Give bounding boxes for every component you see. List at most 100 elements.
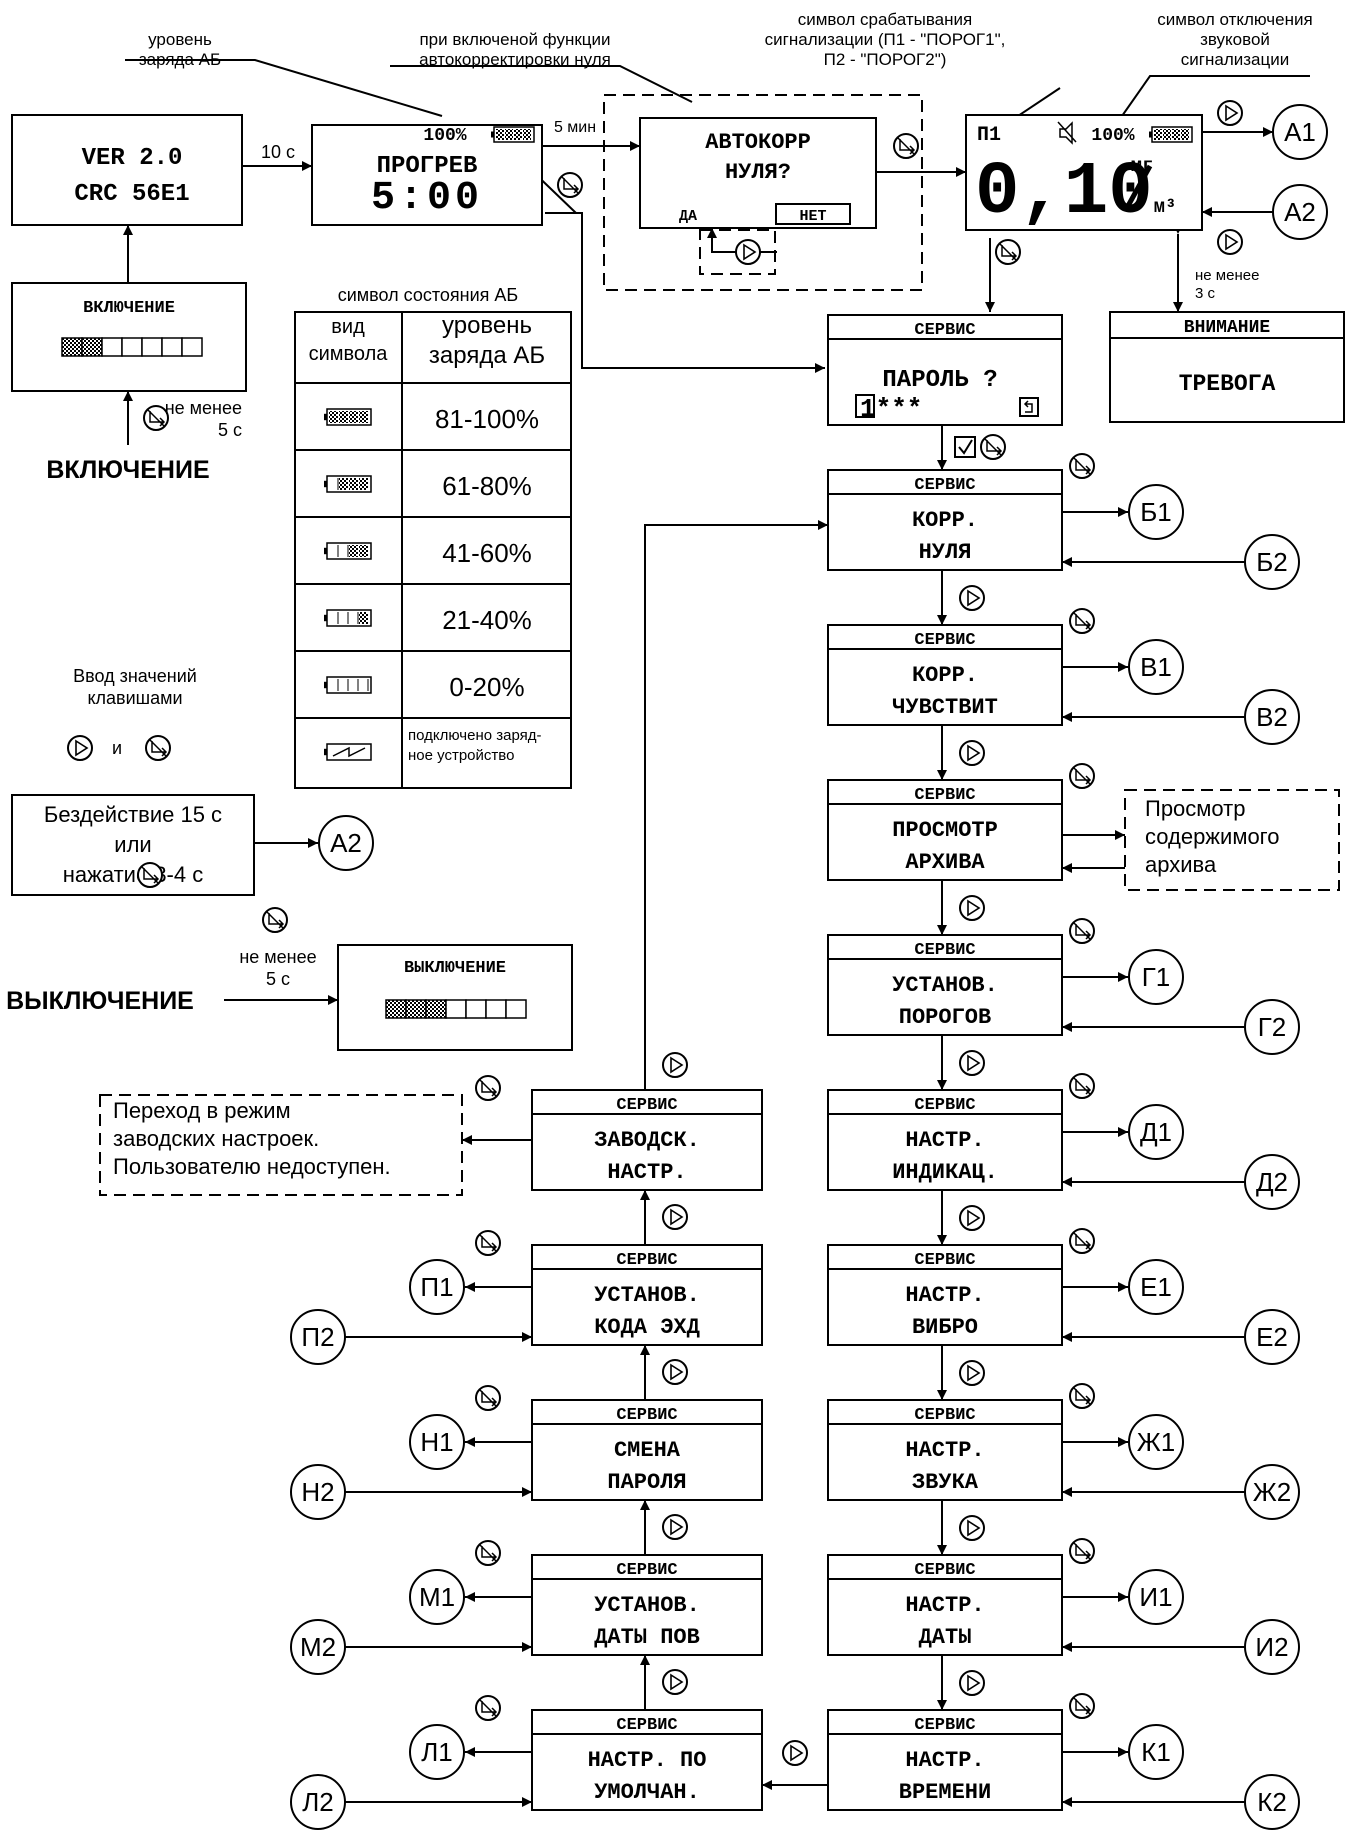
service-screen xyxy=(531,1089,763,1191)
enter-key-icon xyxy=(1073,1697,1092,1715)
connector-label: К2 xyxy=(1257,1787,1287,1817)
connector-in xyxy=(290,1774,346,1830)
key-hint xyxy=(699,229,776,275)
service-header: СЕРВИС xyxy=(914,1716,975,1735)
connector-label: П2 xyxy=(301,1322,334,1352)
speaker-off-icon xyxy=(1057,121,1077,145)
connector-label: Н2 xyxy=(301,1477,334,1507)
check-icon xyxy=(958,439,973,455)
service-header: СЕРВИС xyxy=(616,1561,677,1580)
play-key-icon xyxy=(967,589,981,607)
connector-label: Б1 xyxy=(1140,497,1172,527)
play-key-icon xyxy=(1217,229,1243,255)
connector-in xyxy=(290,1619,346,1675)
service-title: НАСТР.ДАТЫ xyxy=(905,1593,984,1650)
autozero-group xyxy=(603,94,923,291)
battery-segment xyxy=(1181,129,1189,140)
back-key-icon xyxy=(1023,400,1033,413)
connector-out xyxy=(409,1414,465,1470)
play-key-icon xyxy=(670,1673,684,1691)
connector-arrow xyxy=(545,212,825,373)
service-header: СЕРВИС xyxy=(914,631,975,650)
enter-key-icon xyxy=(147,409,166,427)
service-screen xyxy=(827,469,1063,571)
service-title: КОРР.НУЛЯ xyxy=(912,508,978,565)
service-title: НАСТР.ВРЕМЕНИ xyxy=(899,1748,991,1805)
power-on-label: ВКЛЮЧЕНИЕ xyxy=(46,456,209,484)
connector-label: В1 xyxy=(1140,652,1172,682)
progress-cell xyxy=(161,337,183,357)
service-header: СЕРВИС xyxy=(616,1096,677,1115)
leader-line xyxy=(125,59,443,117)
service-header: СЕРВИС xyxy=(914,476,975,495)
connector-label: А1 xyxy=(1284,117,1316,147)
table-caption: символ состояния АБ xyxy=(338,285,518,305)
progress-cell xyxy=(505,999,527,1019)
service-screen xyxy=(531,1554,763,1656)
connector-label: И1 xyxy=(1139,1582,1172,1612)
battery-segment xyxy=(329,411,338,423)
battery-segment xyxy=(1172,129,1180,140)
battery-icon xyxy=(324,547,327,555)
enter-key-icon xyxy=(897,137,916,155)
play-key-icon xyxy=(743,243,757,261)
battery-segment xyxy=(1154,129,1162,140)
service-screen xyxy=(827,1554,1063,1656)
play-key-icon xyxy=(967,1364,981,1382)
service-screen xyxy=(531,1244,763,1346)
play-key-icon xyxy=(670,1208,684,1226)
cursor-box xyxy=(855,394,875,418)
password-input: 1*** xyxy=(860,394,922,424)
play-key-icon xyxy=(959,1205,985,1231)
power-off-header: ВЫКЛЮЧЕНИЕ xyxy=(404,959,506,978)
enter-key-icon xyxy=(1073,1077,1092,1095)
progress-cell xyxy=(465,999,487,1019)
battery-segment xyxy=(359,478,368,490)
service-header: СЕРВИС xyxy=(914,321,975,340)
connector-in xyxy=(1244,1619,1300,1675)
play-key-icon xyxy=(967,1054,981,1072)
service-header: СЕРВИС xyxy=(616,1406,677,1425)
connector-label: П1 xyxy=(420,1272,453,1302)
battery-segment xyxy=(514,129,522,140)
service-header: СЕРВИС xyxy=(914,786,975,805)
connector-in xyxy=(1244,1774,1300,1830)
connector-a1 xyxy=(1272,104,1328,160)
service-screen xyxy=(827,1709,1063,1811)
connector-out xyxy=(1128,949,1184,1005)
enter-key-icon xyxy=(1073,1542,1092,1560)
connector-label: А2 xyxy=(1284,197,1316,227)
progress-cell xyxy=(101,337,123,357)
connector-out xyxy=(1128,1569,1184,1625)
connector-in xyxy=(290,1464,346,1520)
connector-in xyxy=(290,1309,346,1365)
play-key-icon xyxy=(1225,233,1239,251)
progress-cell xyxy=(425,999,447,1019)
battery-segment xyxy=(523,129,531,140)
connector-out xyxy=(409,1569,465,1625)
battery-segment xyxy=(349,478,358,490)
enter-key-icon xyxy=(1073,767,1092,785)
connector-label: Н1 xyxy=(420,1427,453,1457)
autozero-yes: ДА xyxy=(679,208,697,225)
table-level: 0-20% xyxy=(449,672,524,702)
warmup-timer: 5:00 xyxy=(371,176,483,221)
connector-in xyxy=(1244,1309,1300,1365)
battery-segment xyxy=(1163,129,1171,140)
service-title: НАСТР.ЗВУКА xyxy=(905,1438,984,1495)
play-key-icon xyxy=(735,239,761,265)
alarm-screen xyxy=(1109,311,1345,423)
battery-segment xyxy=(359,411,368,423)
progress-cell xyxy=(405,999,427,1019)
timing-10s: 10 с xyxy=(261,142,295,162)
connector-label: Д2 xyxy=(1256,1167,1288,1197)
